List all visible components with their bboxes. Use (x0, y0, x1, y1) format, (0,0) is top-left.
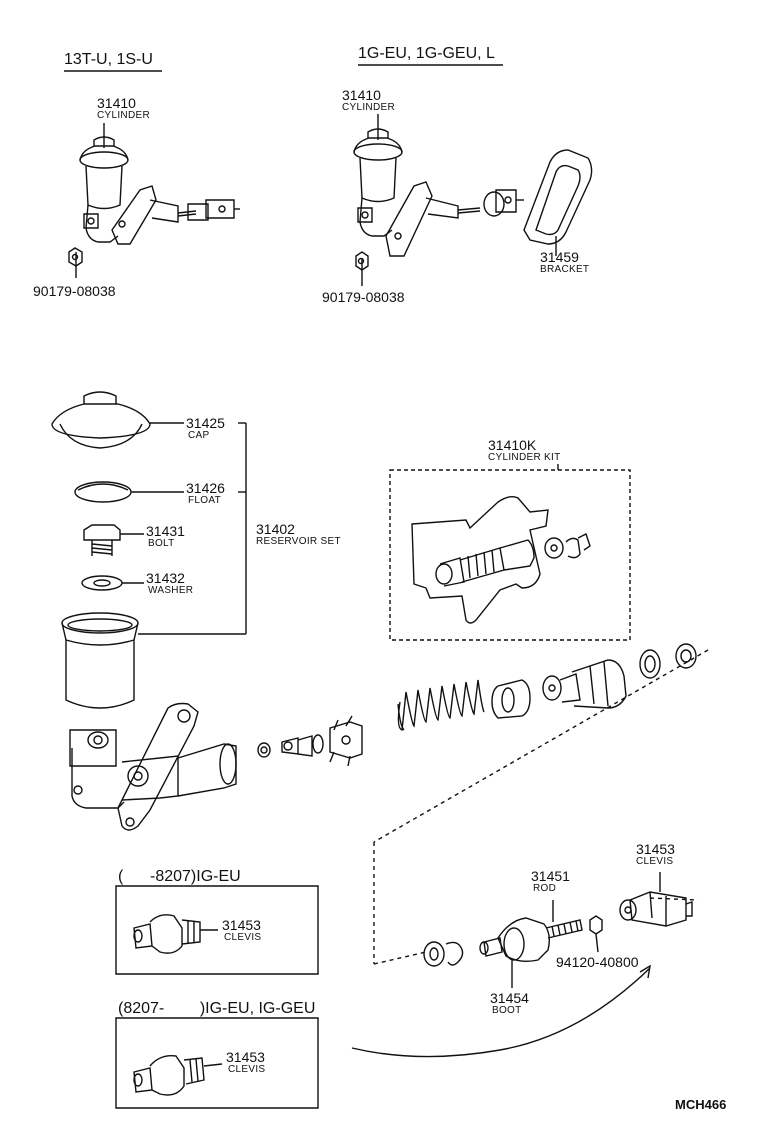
nut-left-drawing (69, 248, 82, 278)
cap-number: 31425 (186, 415, 225, 431)
cylinder-right-drawing (354, 114, 524, 256)
kit-name: CYLINDER KIT (488, 452, 561, 463)
header-1g-eu: 1G-EU, 1G-GEU, L (358, 45, 495, 62)
clevis-main-number: 31453 (636, 841, 675, 857)
float-number: 31426 (186, 480, 225, 496)
boot-name: BOOT (492, 1005, 522, 1016)
bracket-name: BRACKET (540, 264, 590, 275)
bolt-number: 31431 (146, 523, 185, 539)
clevis-inset1-number: 31453 (222, 917, 261, 933)
inset-1-header: ( -8207)IG-EU (118, 868, 241, 885)
cylinder-kit-box (390, 464, 630, 640)
bracket-number: 31459 (540, 249, 579, 265)
reservoir-number: 31402 (256, 521, 295, 537)
bolt-drawing (84, 525, 144, 556)
cylinder-right-number: 31410 (342, 87, 381, 103)
bolt-name: BOLT (148, 538, 175, 549)
kit-number: 31410K (488, 437, 537, 453)
washer-name: WASHER (148, 585, 194, 596)
boot-number: 31454 (490, 990, 529, 1006)
nut-rod-number: 94120-40800 (556, 954, 639, 970)
cylinder-right-name: CYLINDER (342, 102, 395, 113)
clevis-inset2-name: CLEVIS (228, 1064, 266, 1075)
rod-assembly-drawing (424, 872, 692, 988)
clevis-inset2-number: 31453 (226, 1049, 265, 1065)
reservoir-bracket-line (238, 423, 246, 634)
header-13t-u: 13T-U, 1S-U (64, 51, 153, 68)
rod-number: 31451 (531, 868, 570, 884)
nut-right-number: 90179-08038 (322, 289, 405, 305)
drawing-code: MCH466 (675, 1097, 727, 1112)
assembly-arrow (352, 966, 650, 1057)
float-drawing (75, 482, 184, 502)
dashed-connector (374, 650, 708, 964)
nut-right-drawing (356, 252, 368, 286)
reservoir-name: RESERVOIR SET (256, 536, 341, 547)
rod-name: ROD (533, 883, 557, 894)
bracket-drawing (524, 150, 592, 256)
cap-name: CAP (188, 430, 210, 441)
inset-2-header: (8207- )IG-EU, IG-GEU (118, 1000, 316, 1017)
reservoir-drawing (62, 613, 246, 708)
nut-left-number: 90179-08038 (33, 283, 116, 299)
cylinder-body-drawing (70, 704, 236, 831)
cylinder-left-name: CYLINDER (97, 110, 150, 121)
cap-drawing (52, 392, 184, 448)
clevis-main-name: CLEVIS (636, 856, 674, 867)
cylinder-left-number: 31410 (97, 95, 136, 111)
washer-number: 31432 (146, 570, 185, 586)
cylinder-left-drawing (80, 123, 240, 244)
washer-drawing (82, 576, 144, 590)
clevis-inset1-name: CLEVIS (224, 932, 262, 943)
inset-box-2 (116, 1018, 318, 1108)
float-name: FLOAT (188, 495, 221, 506)
internal-parts-drawing (258, 644, 696, 766)
inset-box-1 (116, 886, 318, 974)
